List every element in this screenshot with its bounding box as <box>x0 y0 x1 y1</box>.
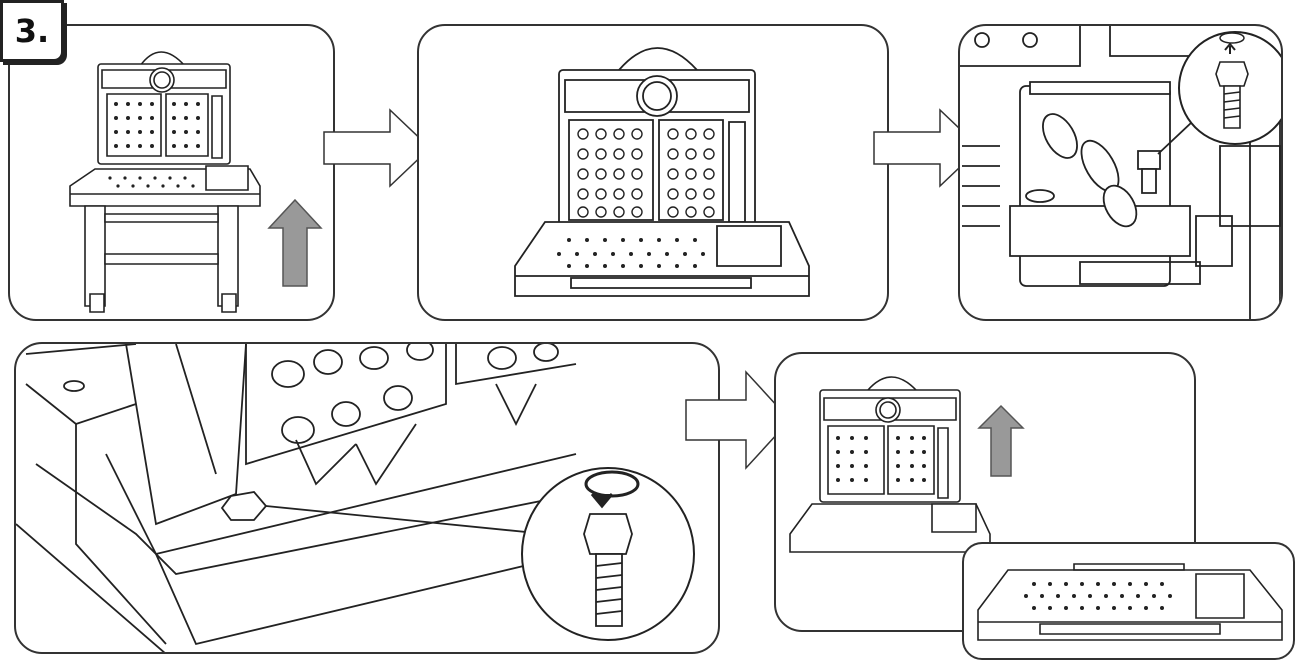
panel-screw-underside <box>14 342 720 654</box>
screw-icon <box>584 514 632 626</box>
bench-top-lifted-illustration <box>776 354 1196 632</box>
peg-holes <box>578 129 714 217</box>
right-arrow-icon <box>684 370 794 470</box>
up-arrow-icon <box>976 404 1026 478</box>
screw-icon <box>1216 62 1248 128</box>
panel-screw-detail <box>958 24 1283 321</box>
step-number-badge: 3. <box>0 0 64 62</box>
bench-top-illustration <box>419 26 889 321</box>
right-arrow-icon <box>322 108 432 188</box>
screw-underside-illustration <box>16 344 720 654</box>
screw-detail-illustration <box>960 26 1281 321</box>
panel-flat-board <box>962 542 1295 660</box>
peg-holes <box>108 102 200 188</box>
panel-bench-assembled <box>8 24 335 321</box>
up-arrow-icon <box>265 198 325 288</box>
flat-board-illustration <box>964 544 1295 660</box>
bench-assembled-illustration <box>10 26 335 321</box>
panel-bench-top-detached <box>417 24 889 321</box>
rotate-arrow-icon <box>586 472 638 506</box>
